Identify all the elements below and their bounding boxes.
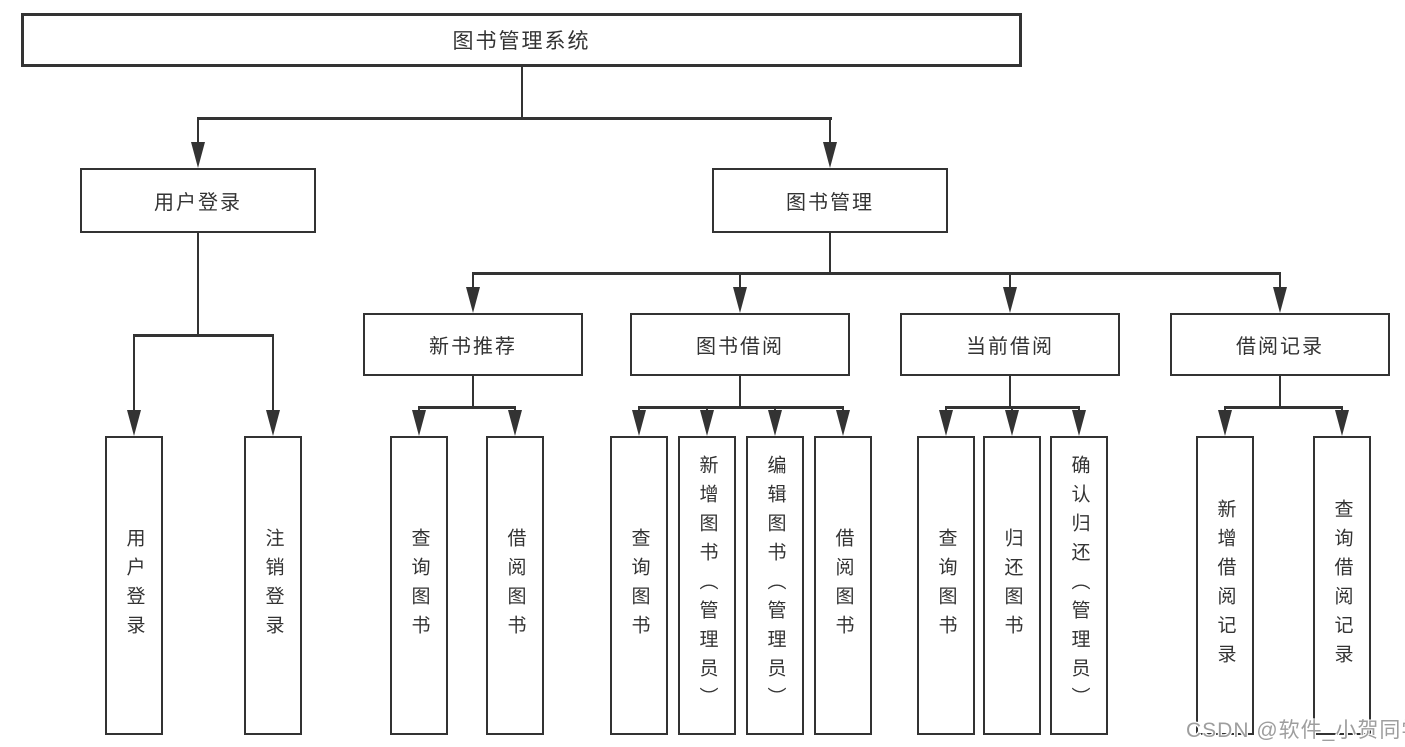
arrow-down-icon (823, 142, 837, 168)
node-user-login: 用户登录 (80, 168, 316, 233)
node-new-books: 新书推荐 (363, 313, 583, 376)
leaf-borrow-books: 借阅图书 (814, 436, 872, 735)
leaf-user-login: 用户登录 (105, 436, 163, 735)
node-book-borrow: 图书借阅 (630, 313, 850, 376)
arrow-down-icon (266, 410, 280, 436)
leaf-add-borrow-record: 新增借阅记录 (1196, 436, 1254, 735)
connector-stem-borrow-records (1279, 272, 1281, 289)
connector-new-books-stub (472, 375, 474, 409)
node-current-borrow: 当前借阅 (900, 313, 1120, 376)
arrow-down-icon (1218, 410, 1232, 436)
connector-user-login-stub (197, 233, 199, 337)
leaf-query-borrow-record: 查询借阅记录 (1313, 436, 1371, 735)
node-root: 图书管理系统 (21, 13, 1022, 67)
connector-book-borrow-rail (638, 406, 844, 409)
arrow-down-icon (632, 410, 646, 436)
leaf-query-books: 查询图书 (917, 436, 975, 735)
connector-stem-logout (272, 334, 274, 412)
leaf-edit-books-admin: 编辑图书（管理员） (746, 436, 804, 735)
leaf-add-books-admin: 新增图书（管理员） (678, 436, 736, 735)
arrow-down-icon (412, 410, 426, 436)
connector-book-borrow-stub (739, 375, 741, 409)
arrow-down-icon (191, 142, 205, 168)
node-book-mgmt: 图书管理 (712, 168, 948, 233)
connector-borrow-records-rail (1224, 406, 1343, 409)
arrow-down-icon (1335, 410, 1349, 436)
csdn-watermark: CSDN @软件_小贺同学 (1186, 719, 1405, 742)
arrow-down-icon (1072, 410, 1086, 436)
arrow-down-icon (700, 410, 714, 436)
leaf-borrow-books: 借阅图书 (486, 436, 544, 735)
leaf-logout: 注销登录 (244, 436, 302, 735)
leaf-return-books: 归还图书 (983, 436, 1041, 735)
connector-current-borrow-stub (1009, 375, 1011, 409)
arrow-down-icon (768, 410, 782, 436)
leaf-query-books: 查询图书 (610, 436, 668, 735)
arrow-down-icon (127, 410, 141, 436)
connector-user-login-rail (133, 334, 274, 337)
connector-stem-book-borrow (739, 272, 741, 289)
arrow-down-icon (1273, 287, 1287, 313)
arrow-down-icon (1005, 410, 1019, 436)
connector-stem-login (133, 334, 135, 412)
arrow-down-icon (466, 287, 480, 313)
connector-level3-rail (472, 272, 1281, 275)
connector-stem-new-books (472, 272, 474, 289)
node-borrow-records: 借阅记录 (1170, 313, 1390, 376)
connector-new-books-rail (418, 406, 516, 409)
arrow-down-icon (733, 287, 747, 313)
connector-book-mgmt-stub (829, 233, 831, 275)
arrow-down-icon (939, 410, 953, 436)
connector-borrow-records-stub (1279, 375, 1281, 409)
arrow-down-icon (836, 410, 850, 436)
arrow-down-icon (1003, 287, 1017, 313)
connector-stem-user-login (197, 117, 199, 145)
connector-stem-current-borrow (1009, 272, 1011, 289)
leaf-confirm-return-admin: 确认归还（管理员） (1050, 436, 1108, 735)
connector-root-stub (521, 67, 523, 118)
arrow-down-icon (508, 410, 522, 436)
connector-level2-rail (197, 117, 832, 120)
leaf-query-books: 查询图书 (390, 436, 448, 735)
connector-stem-book-mgmt (829, 117, 831, 145)
